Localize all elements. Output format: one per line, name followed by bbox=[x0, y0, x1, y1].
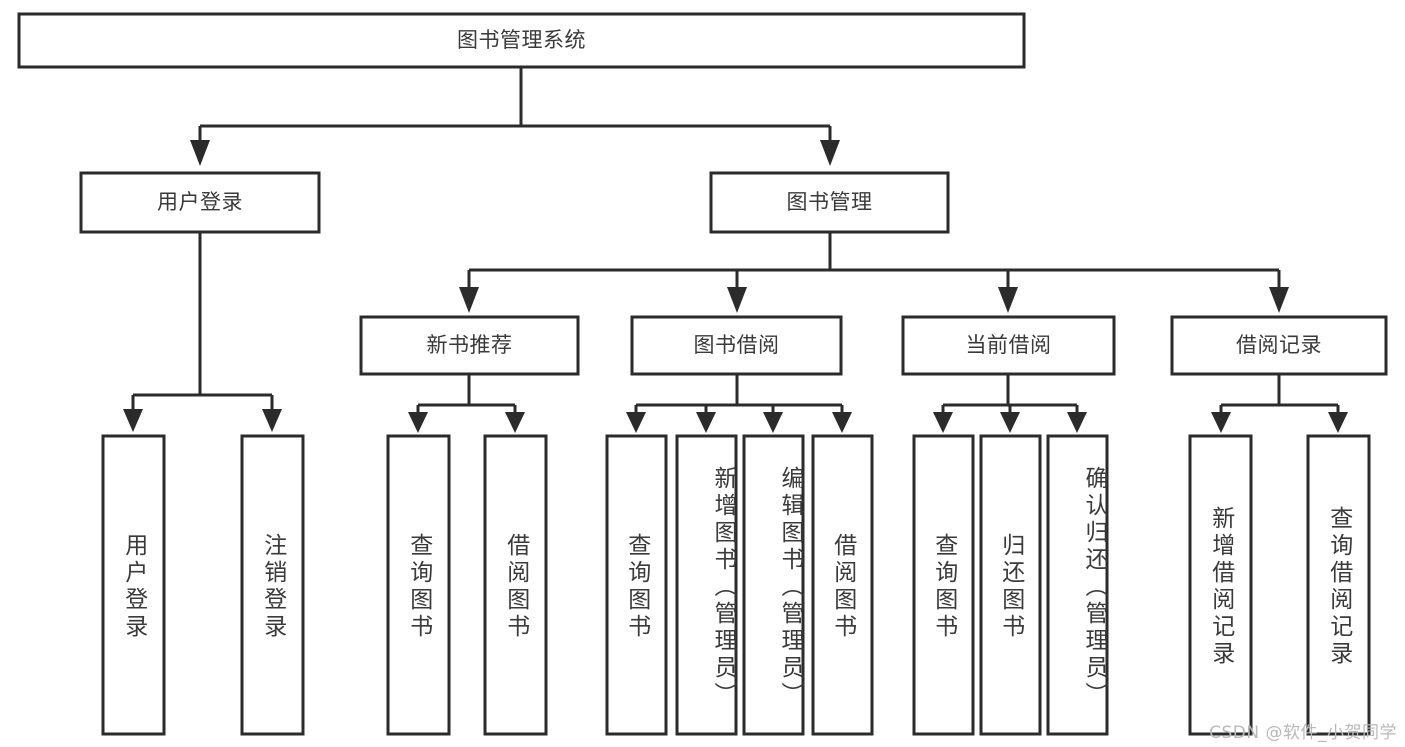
node-box-new-book-recommend[interactable] bbox=[359, 315, 580, 376]
node-box-leaf-borrow-book-1[interactable] bbox=[483, 434, 548, 736]
node-box-leaf-user-login[interactable] bbox=[101, 434, 166, 736]
connector-current-borrow-to-leaves bbox=[933, 374, 1087, 433]
node-box-borrow-record[interactable] bbox=[1170, 315, 1388, 376]
node-box-leaf-logout-login[interactable] bbox=[240, 434, 305, 736]
node-box-leaf-return-book[interactable] bbox=[979, 434, 1042, 736]
connector-root-to-level1 bbox=[190, 67, 840, 166]
node-box-leaf-borrow-book-2[interactable] bbox=[811, 434, 874, 736]
node-box-root[interactable] bbox=[17, 12, 1026, 69]
node-box-leaf-edit-book-admin[interactable] bbox=[742, 434, 805, 736]
connector-book-management-to-level2 bbox=[459, 232, 1289, 313]
node-box-leaf-query-book-1[interactable] bbox=[386, 434, 451, 736]
node-box-book-borrow[interactable] bbox=[630, 315, 843, 376]
node-box-leaf-query-borrow-record[interactable] bbox=[1306, 434, 1371, 736]
node-box-leaf-confirm-return-admin[interactable] bbox=[1046, 434, 1109, 736]
connector-new-book-recommend-to-leaves bbox=[408, 374, 525, 433]
csdn-watermark: CSDN @软件_小贺同学 bbox=[1209, 723, 1397, 743]
connector-book-borrow-to-leaves bbox=[626, 374, 852, 433]
node-box-user-login[interactable] bbox=[79, 171, 321, 234]
node-box-leaf-query-book-2[interactable] bbox=[605, 434, 668, 736]
node-box-leaf-add-book-admin[interactable] bbox=[675, 434, 738, 736]
node-box-book-management[interactable] bbox=[709, 171, 950, 234]
node-box-leaf-add-borrow-record[interactable] bbox=[1188, 434, 1253, 736]
connector-user-login-to-leaves bbox=[123, 232, 282, 432]
node-box-leaf-query-book-3[interactable] bbox=[912, 434, 975, 736]
connector-borrow-record-to-leaves bbox=[1211, 374, 1348, 433]
node-box-current-borrow[interactable] bbox=[901, 315, 1116, 376]
